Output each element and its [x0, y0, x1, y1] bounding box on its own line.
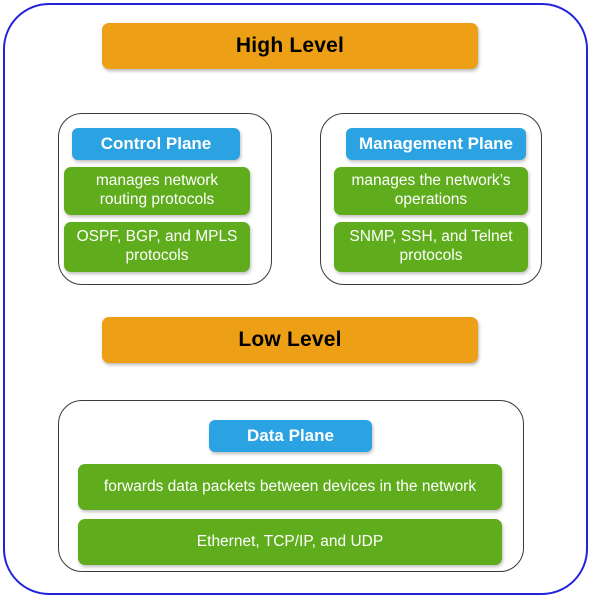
data-plane-title: Data Plane — [209, 420, 372, 452]
data-plane-description-2: Ethernet, TCP/IP, and UDP — [78, 519, 502, 565]
control-plane-description-1: manages network routing protocols — [64, 167, 250, 215]
high-level-banner: High Level — [102, 23, 478, 69]
diagram-outer-frame — [3, 3, 588, 595]
data-plane-description-1: forwards data packets between devices in… — [78, 464, 502, 510]
control-plane-title: Control Plane — [72, 128, 240, 160]
low-level-banner: Low Level — [102, 317, 478, 363]
management-plane-description-2: SNMP, SSH, and Telnet protocols — [334, 222, 528, 272]
control-plane-description-2: OSPF, BGP, and MPLS protocols — [64, 222, 250, 272]
management-plane-title: Management Plane — [346, 128, 526, 160]
management-plane-description-1: manages the network’s operations — [334, 167, 528, 215]
